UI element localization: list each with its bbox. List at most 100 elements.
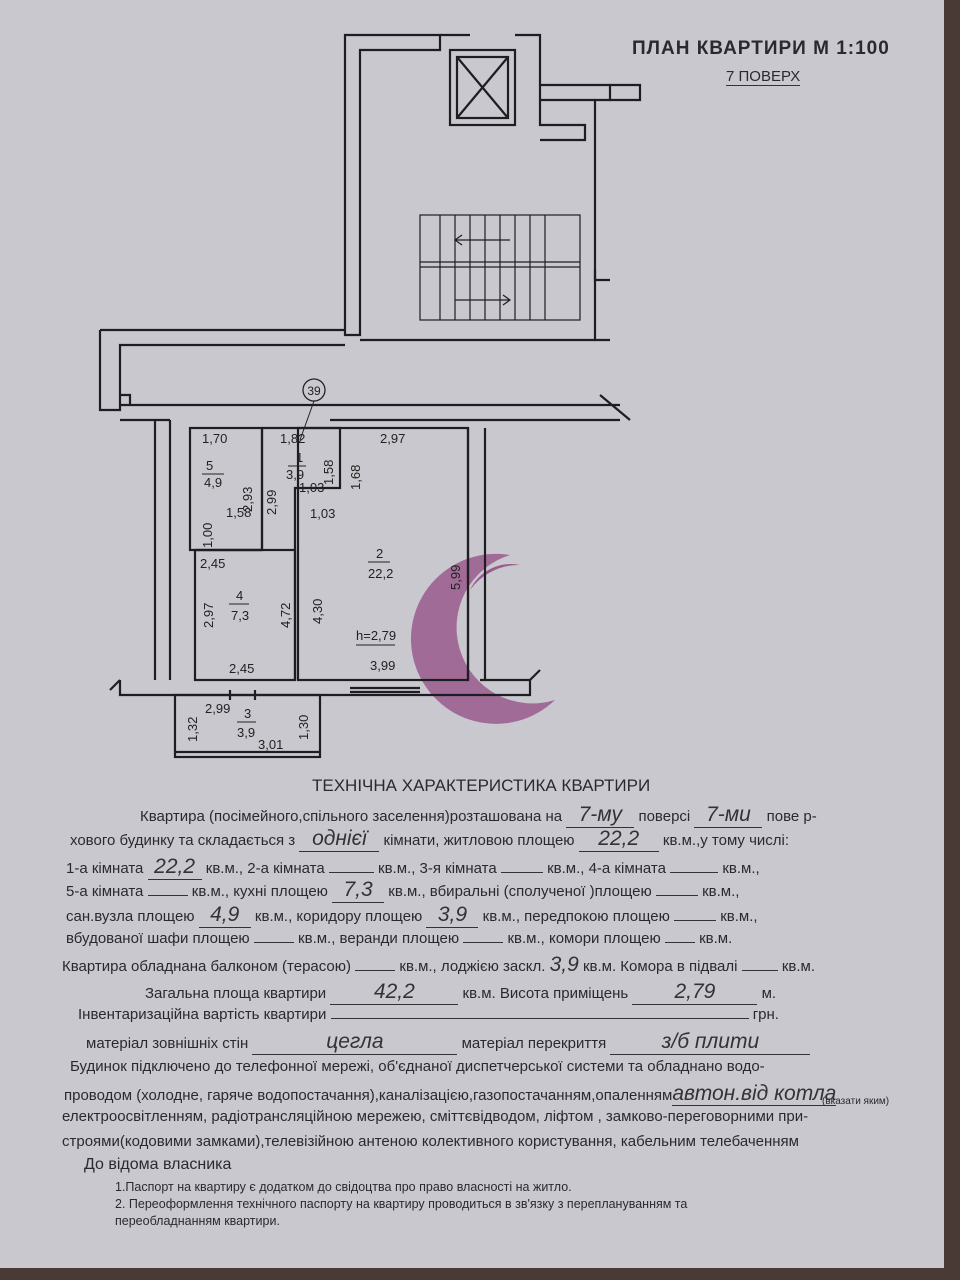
wall-material-value: цегла xyxy=(252,1030,458,1055)
text: кв.м., xyxy=(722,860,760,877)
stair-core-walls xyxy=(343,33,442,337)
text: строями(кодовими замками),телевізійною а… xyxy=(62,1133,799,1150)
text: кв.м. Комора в підвалі xyxy=(582,958,738,975)
text: м. xyxy=(761,985,777,1002)
dim: 1,30 xyxy=(296,715,311,740)
note-1: 1.Паспорт на квартиру є додатком до свід… xyxy=(115,1180,572,1194)
storeys-value: 7-ми xyxy=(694,803,763,828)
plan-line xyxy=(488,579,578,700)
floor-label: 7 ПОВЕРХ xyxy=(726,68,801,86)
loggia xyxy=(173,693,322,759)
dim: 3,99 xyxy=(370,658,395,673)
plan-line xyxy=(195,426,342,680)
text: поверсі xyxy=(638,808,691,825)
plan-line xyxy=(538,85,595,142)
text: кв.м., кухні площею xyxy=(191,883,328,900)
dim: 1,68 xyxy=(348,465,363,490)
room-area: 7,3 xyxy=(231,608,249,623)
room-number: 5 xyxy=(206,458,213,473)
dim: 4,30 xyxy=(310,599,325,624)
heating-value: автон.від котла xyxy=(672,1082,837,1106)
text: кв.м., вбиральні (сполученої )площею xyxy=(388,883,652,900)
room-number: 1 xyxy=(296,450,303,465)
plan-line: 1,58 1,68 2,93 2,99 1,00 4,72 4,30 5,99 … xyxy=(185,460,463,742)
spec-title: ТЕХНІЧНА ХАРАКТЕРИСТИКА КВАРТИРИ xyxy=(312,776,651,795)
dim: 1,03 xyxy=(299,480,324,495)
room-area: 3,9 xyxy=(237,725,255,740)
axis-marker-label: 39 xyxy=(307,384,321,398)
note-3: переобладнанням квартири. xyxy=(115,1214,280,1228)
notice-title: До відома власника xyxy=(84,1156,232,1173)
plan-title: ПЛАН КВАРТИРИ М 1:100 xyxy=(632,38,890,59)
loggia-value: 3,9 xyxy=(549,953,579,976)
dim: 4,72 xyxy=(278,603,293,628)
text: кв.м. xyxy=(699,930,733,947)
text: Загальна площа квартири xyxy=(145,985,327,1002)
document-page xyxy=(0,0,944,1268)
plan-line xyxy=(420,215,580,320)
text: кв.м., 4-а кімната xyxy=(547,860,666,877)
dim: 2,93 xyxy=(240,487,255,512)
dim: 3,01 xyxy=(258,737,283,752)
text: кв.м., xyxy=(399,958,437,975)
plan-line xyxy=(299,400,315,441)
plan-line: 1,70 1,82 2,97 5 4,9 1 3,9 1,03 1,03 1,5… xyxy=(185,431,463,752)
text: Квартира (посімейного,спільного заселенн… xyxy=(140,808,563,825)
plan-line xyxy=(410,553,555,724)
text: 1-а кімната xyxy=(66,860,144,877)
plan-line xyxy=(456,56,509,119)
text: кв.м., веранди площею xyxy=(298,930,460,947)
text: кв.м., коридору площею xyxy=(254,908,423,925)
text: кв.м., комори площею xyxy=(507,930,661,947)
plan-line xyxy=(98,33,642,759)
dim: 2,45 xyxy=(200,556,225,571)
text: проводом (холодне, гаряче водопостачання… xyxy=(64,1087,673,1104)
text: кв.м., 3-я кімната xyxy=(378,860,497,877)
dim: 1,32 xyxy=(185,717,200,742)
text: Будинок підключено до телефонної мережі,… xyxy=(70,1058,765,1075)
text: грн. xyxy=(752,1006,779,1023)
dim: 1,00 xyxy=(200,523,215,548)
watermark-logo xyxy=(410,553,578,724)
text: електроосвітленням, радіотрансляційною м… xyxy=(62,1108,809,1125)
room-area: 3,9 xyxy=(286,467,304,482)
text: кв.м., xyxy=(720,908,758,925)
plan-line xyxy=(455,55,510,120)
plan-line xyxy=(175,686,420,754)
dim: 2,99 xyxy=(205,701,230,716)
dim: 2,97 xyxy=(201,603,216,628)
text: кв.м. xyxy=(781,958,815,975)
room-number: 3 xyxy=(244,706,251,721)
text: кв.м., 2-а кімната xyxy=(205,860,325,877)
hint: (вказати яким) xyxy=(822,1096,890,1107)
plan-line xyxy=(440,33,612,342)
text: вбудованої шафи площею xyxy=(66,930,250,947)
text: матеріал перекриття xyxy=(461,1035,607,1052)
plan-line xyxy=(453,234,512,306)
floor-value: 7-му xyxy=(566,803,635,828)
plan-line xyxy=(593,83,642,282)
text: Квартира обладнана балконом (терасою) xyxy=(62,958,352,975)
text: сан.вузла площею xyxy=(66,908,195,925)
total-area-value: 42,2 xyxy=(330,980,459,1005)
text: Інвентаризаційна вартість квартири xyxy=(78,1006,327,1023)
room-number: 2 xyxy=(376,546,383,561)
room-2 xyxy=(296,426,470,682)
dim: 2,99 xyxy=(264,490,279,515)
text: кв.м., xyxy=(702,883,740,900)
text: кв.м. Висота приміщень xyxy=(462,985,629,1002)
dim: 1,58 xyxy=(226,505,251,520)
floor-plan: 39 1,70 1,82 2,97 5 4,9 1 3,9 1,03 1,03 … xyxy=(98,33,642,759)
rooms-value: однієї xyxy=(299,827,380,852)
corridor-value: 3,9 xyxy=(426,903,479,928)
ceiling-height-value: 2,79 xyxy=(632,980,758,1005)
text: кв.м., передпокою площею xyxy=(482,908,670,925)
room1-value: 22,2 xyxy=(147,855,202,880)
bathroom-value: 4,9 xyxy=(198,903,251,928)
dim-5-99: 5,99 xyxy=(448,565,463,590)
room-4 xyxy=(193,548,297,682)
corridor-walls xyxy=(98,328,595,412)
text: лоджією заскл. xyxy=(440,958,546,975)
elevator-shaft xyxy=(448,48,517,127)
dim: 2,97 xyxy=(380,431,405,446)
